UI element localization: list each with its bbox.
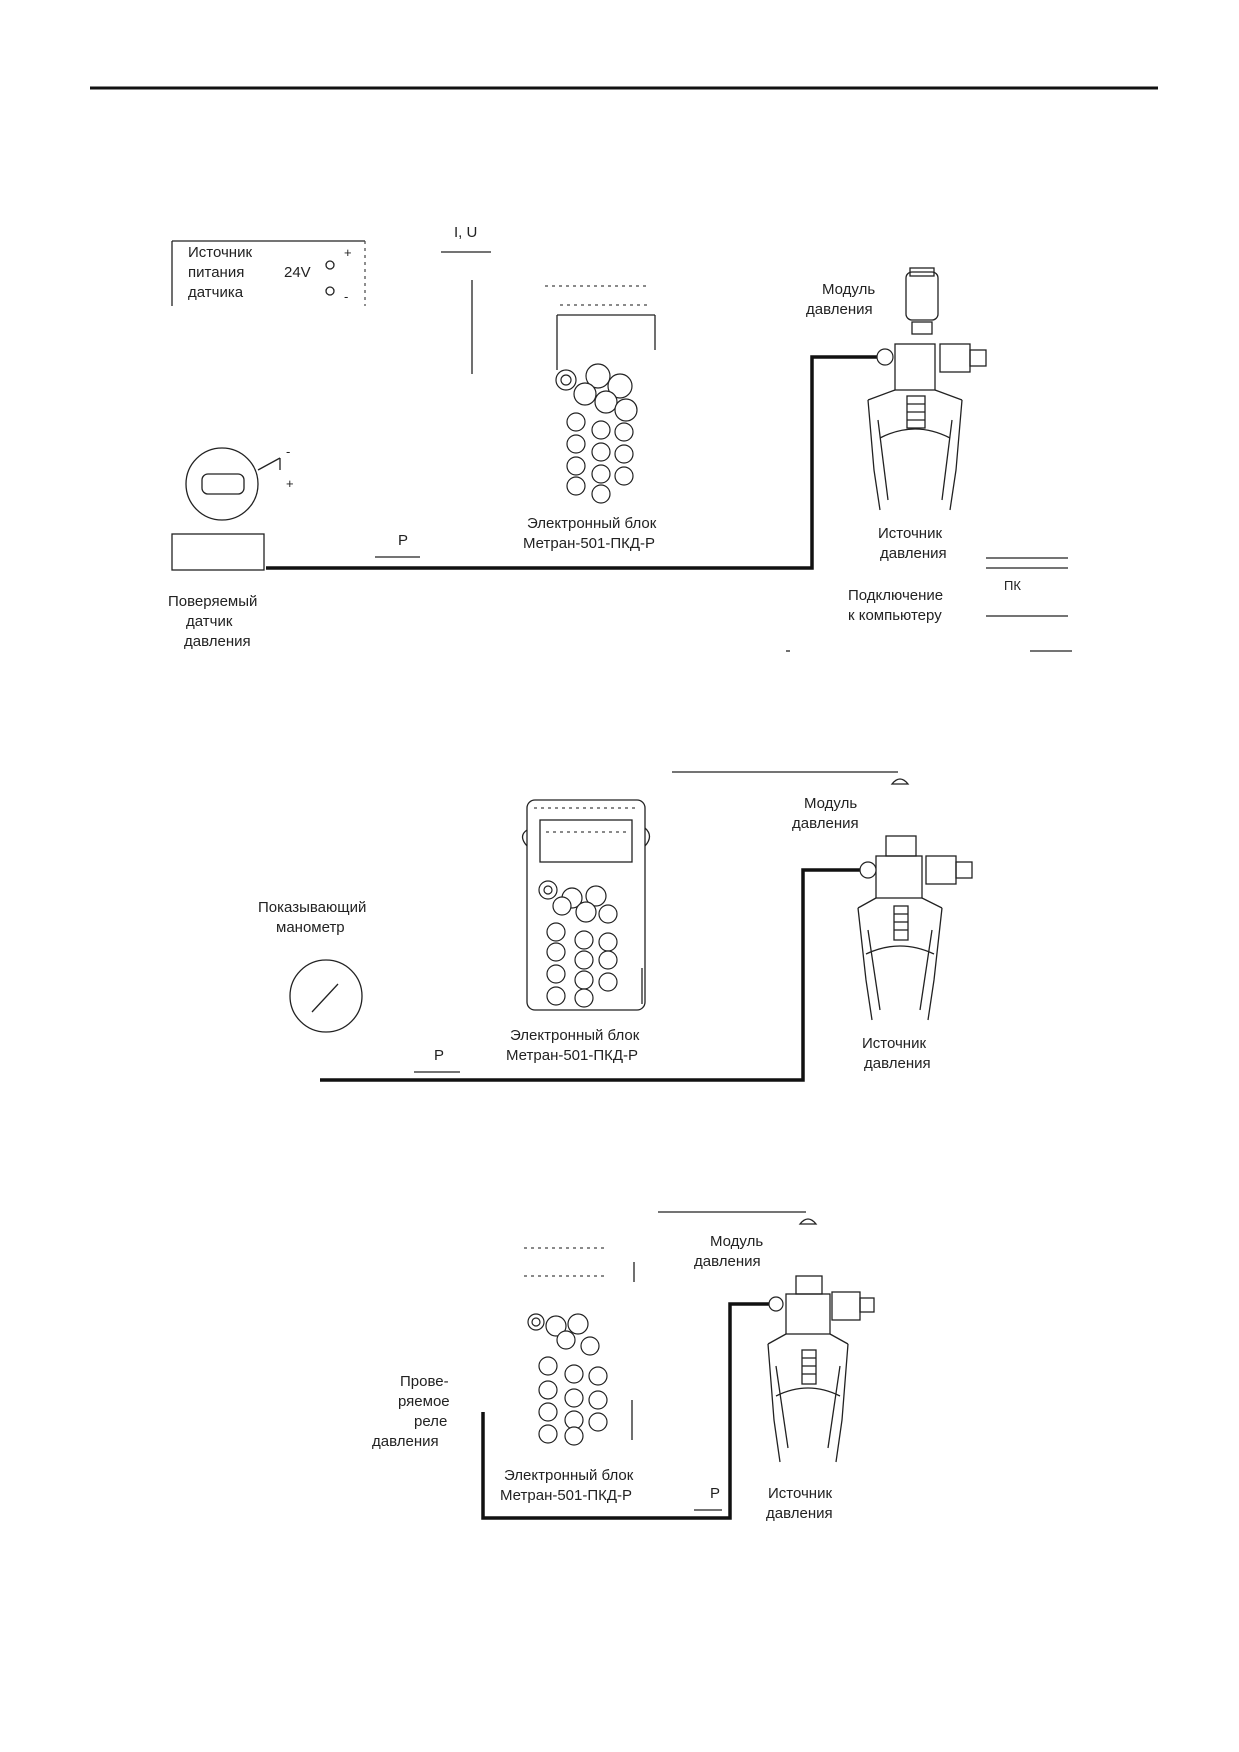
pressure-pipe-3	[481, 1302, 770, 1520]
relay-label-4: давления	[372, 1433, 439, 1450]
gauge-label-2: манометр	[276, 919, 345, 936]
diagram-3: Прове- ряемое реле давления P	[372, 1211, 875, 1522]
pressure-module-icon	[905, 271, 939, 321]
module-3-label-2: давления	[694, 1253, 761, 1270]
terminal-plus-icon	[325, 260, 335, 270]
pressure-source-2: Модуль давления Источник давления	[672, 771, 973, 1072]
pressure-source-3: Модуль давления Источник давления	[658, 1211, 875, 1522]
pc-label: ПК	[1004, 578, 1021, 593]
pressure-label-2: P	[434, 1047, 444, 1064]
sensor-label-3: давления	[184, 633, 251, 650]
computer-connection: Подключение к компьютеру ПК	[786, 557, 1072, 652]
pressure-source-2-label-2: давления	[864, 1055, 931, 1072]
pressure-pipe-1	[266, 355, 880, 570]
module-2-label-1: Модуль	[804, 795, 857, 812]
electronic-block-2-label-1: Электронный блок	[510, 1027, 640, 1044]
electronic-block-3-label-1: Электронный блок	[504, 1467, 634, 1484]
diagram-2: Показывающий манометр P	[258, 771, 973, 1082]
electronic-block-2-label-2: Метран-501-ПКД-Р	[506, 1047, 638, 1064]
power-supply-label-3: датчика	[188, 284, 244, 301]
power-supply-label-2: питания	[188, 264, 244, 281]
signal-line: I, U	[441, 224, 491, 374]
gauge-label-1: Показывающий	[258, 899, 366, 916]
plus-sign: +	[344, 245, 352, 260]
gauge-dial-icon	[289, 959, 363, 1033]
pressure-pipe-2	[320, 868, 862, 1082]
electronic-block-3: Электронный блок Метран-501-ПКД-Р	[500, 1247, 635, 1504]
power-supply: Источник питания датчика 24V + -	[171, 240, 366, 306]
pressure-relay: Прове- ряемое реле давления	[372, 1373, 450, 1450]
terminal-minus-icon	[325, 286, 335, 296]
current-label: I, U	[454, 224, 477, 241]
electronic-block-3-label-2: Метран-501-ПКД-Р	[500, 1487, 632, 1504]
module-3-label-1: Модуль	[710, 1233, 763, 1250]
sensor-label-1: Поверяемый	[168, 593, 257, 610]
electronic-block-1: Электронный блок Метран-501-ПКД-Р	[523, 285, 657, 552]
pressure-source-label-2: давления	[880, 545, 947, 562]
pressure-source-2-label-1: Источник	[862, 1035, 926, 1052]
pressure-label-3: P	[710, 1485, 720, 1502]
pressure-label-1: P	[398, 532, 408, 549]
electronic-block-2: Электронный блок Метран-501-ПКД-Р	[506, 799, 651, 1064]
pressure-gauge: Показывающий манометр	[258, 899, 366, 1033]
voltage-label: 24V	[284, 264, 311, 281]
diagram-1: Источник питания датчика 24V + - I, U - …	[168, 224, 1072, 652]
computer-label-2: к компьютеру	[848, 607, 942, 624]
relay-label-1: Прове-	[400, 1373, 449, 1390]
module-2-label-2: давления	[792, 815, 859, 832]
sensor-plus: +	[286, 476, 294, 491]
computer-label-1: Подключение	[848, 587, 943, 604]
electronic-block-label-1: Электронный блок	[527, 515, 657, 532]
electronic-block-label-2: Метран-501-ПКД-Р	[523, 535, 655, 552]
power-supply-label-1: Источник	[188, 244, 252, 261]
relay-label-2: ряемое	[398, 1393, 450, 1410]
pressure-source-label-1: Источник	[878, 525, 942, 542]
sensor-minus: -	[286, 444, 290, 459]
sensor-label-2: датчик	[186, 613, 233, 630]
module-label-2: давления	[806, 301, 873, 318]
pressure-source-1: Модуль давления Источник давления	[806, 267, 987, 562]
sensor-dial-icon	[185, 447, 259, 521]
module-label-1: Модуль	[822, 281, 875, 298]
pressure-source-3-label-2: давления	[766, 1505, 833, 1522]
relay-label-3: реле	[414, 1413, 447, 1430]
minus-sign: -	[344, 289, 348, 304]
pressure-source-3-label-1: Источник	[768, 1485, 832, 1502]
pressure-sensor: - + Поверяемый датчик давления	[168, 444, 294, 650]
